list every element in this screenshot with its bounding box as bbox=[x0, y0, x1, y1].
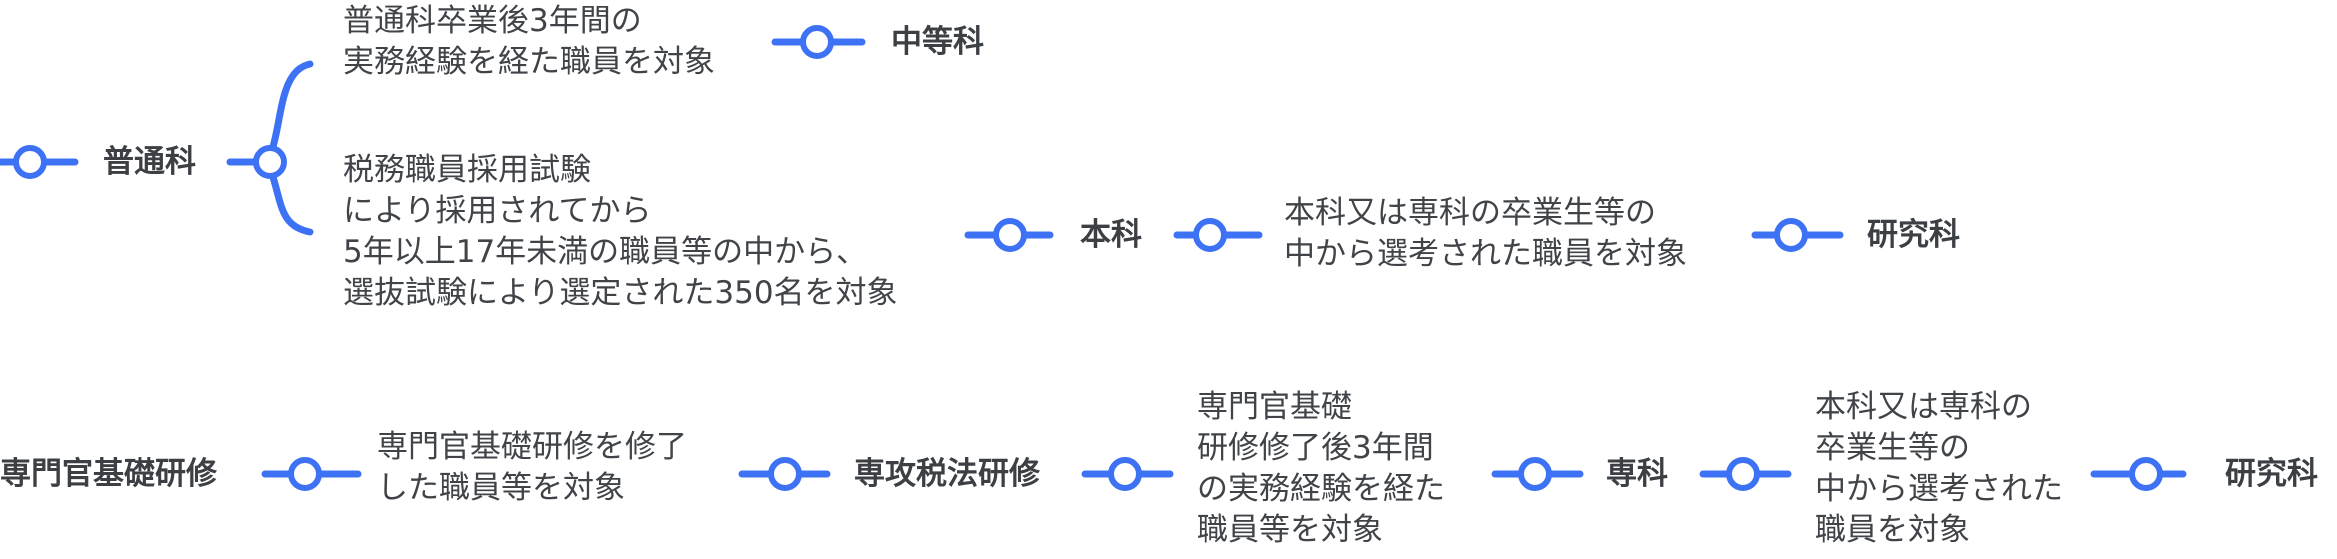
condition-line: 税務職員採用試験 bbox=[343, 152, 591, 188]
connector-row2-3 bbox=[1081, 457, 1174, 491]
connector-root-left bbox=[0, 145, 79, 179]
connector-row2-4 bbox=[1491, 457, 1584, 491]
node-senka: 専科 bbox=[1606, 456, 1668, 492]
condition-line: 職員等を対象 bbox=[1197, 512, 1383, 548]
condition-line: 卒業生等の bbox=[1815, 430, 1970, 466]
condition-line: 研修修了後3年間 bbox=[1197, 430, 1434, 466]
condition-line: により採用されてから bbox=[343, 193, 652, 229]
condition-line: 5年以上17年未満の職員等の中から、 bbox=[343, 234, 868, 270]
condition-line: 選抜試験により選定された350名を対象 bbox=[343, 275, 898, 311]
connector-to-honka bbox=[964, 218, 1054, 252]
node-senko-zeiho: 専攻税法研修 bbox=[854, 456, 1040, 492]
node-kenkyuka-2: 研究科 bbox=[2225, 456, 2318, 492]
condition-line: した職員等を対象 bbox=[377, 470, 625, 506]
condition-senka: 専門官基礎 研修修了後3年間 の実務経験を経た 職員等を対象 bbox=[1197, 387, 1445, 551]
condition-line: 職員を対象 bbox=[1815, 512, 1970, 548]
condition-line: 実務経験を経た職員を対象 bbox=[343, 44, 715, 80]
condition-kenkyuka-1: 本科又は専科の卒業生等の 中から選考された職員を対象 bbox=[1284, 193, 1687, 275]
condition-line: 専門官基礎研修を修了 bbox=[377, 429, 687, 465]
connector-to-kenkyuka-1 bbox=[1751, 218, 1844, 252]
connector-row2-6 bbox=[2090, 457, 2187, 491]
node-honka: 本科 bbox=[1080, 217, 1142, 253]
condition-line: 本科又は専科の bbox=[1815, 389, 2032, 425]
condition-line: 中から選考された bbox=[1815, 471, 2063, 507]
condition-line: 本科又は専科の卒業生等の bbox=[1284, 195, 1656, 231]
node-kenkyuka-1: 研究科 bbox=[1867, 217, 1960, 253]
connector-row2-2 bbox=[738, 457, 831, 491]
branch-brace bbox=[226, 60, 314, 236]
condition-line: 普通科卒業後3年間の bbox=[343, 3, 642, 39]
condition-line: 専門官基礎 bbox=[1197, 389, 1352, 425]
node-senmonkan-kiso: 専門官基礎研修 bbox=[0, 456, 217, 492]
connector-from-honka bbox=[1173, 218, 1263, 252]
node-futsuka: 普通科 bbox=[103, 144, 196, 180]
node-chutouka: 中等科 bbox=[891, 24, 984, 60]
condition-senko-zeiho: 専門官基礎研修を修了 した職員等を対象 bbox=[377, 427, 687, 509]
condition-line: の実務経験を経た bbox=[1197, 471, 1445, 507]
connector-row2-1 bbox=[261, 457, 362, 491]
connector-to-chutouka bbox=[771, 25, 866, 59]
condition-chutouka: 普通科卒業後3年間の 実務経験を経た職員を対象 bbox=[343, 1, 715, 83]
condition-kenkyuka-2: 本科又は専科の 卒業生等の 中から選考された 職員を対象 bbox=[1815, 387, 2063, 551]
condition-line: 中から選考された職員を対象 bbox=[1284, 236, 1687, 272]
condition-honka: 税務職員採用試験 により採用されてから 5年以上17年未満の職員等の中から、 選… bbox=[343, 150, 898, 314]
connector-row2-5 bbox=[1699, 457, 1792, 491]
